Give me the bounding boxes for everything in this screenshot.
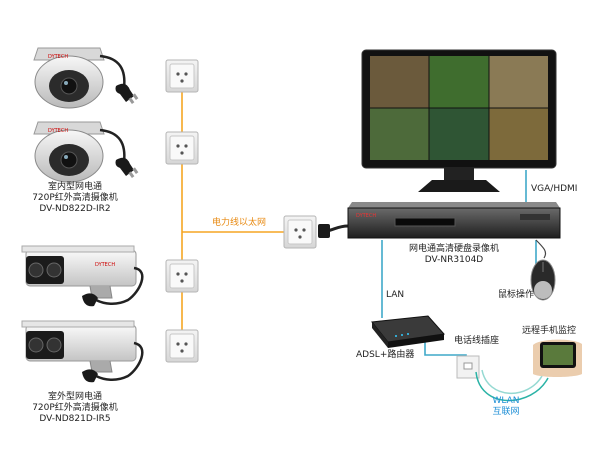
router-icon: [371, 315, 445, 348]
bullet-camera-icon: DYTECH: [21, 245, 144, 307]
phone-jack-label: 电话线插座: [454, 336, 500, 346]
svg-text:DYTECH: DYTECH: [95, 262, 115, 268]
phone-jack-icon: [456, 355, 480, 379]
dome-camera-icon: DYTECH: [33, 47, 139, 109]
power-plug-icon: [317, 224, 349, 238]
router-label: ADSL+路由器: [356, 350, 415, 360]
outdoor-camera-label: 室外型网电通 720P红外高清摄像机 DV-ND821D-IR5: [20, 392, 130, 425]
nvr-icon: DYTECH: [347, 202, 561, 239]
power-line-label: 电力线以太网: [212, 218, 267, 228]
nvr-label: 网电通高清硬盘录像机 DV-NR3104D: [404, 244, 504, 266]
outdoor-camera-line-1: 室外型网电通: [47, 392, 102, 402]
nvr-line-1: 网电通高清硬盘录像机: [408, 244, 499, 254]
nvr-line-2: DV-NR3104D: [424, 255, 484, 265]
indoor-camera-line-1: 室内型网电通: [47, 182, 102, 192]
indoor-camera-line-3: DV-ND822D-IR2: [39, 204, 111, 214]
power-socket-icon: [283, 215, 317, 249]
mouse-label: 鼠标操作: [498, 290, 535, 300]
svg-text:DYTECH: DYTECH: [48, 128, 68, 134]
power-socket-icon: [165, 131, 199, 165]
power-socket-icon: [165, 59, 199, 93]
remote-label: 远程手机监控: [522, 326, 577, 336]
power-socket-icon: [165, 259, 199, 293]
svg-text:DYTECH: DYTECH: [356, 213, 376, 219]
svg-text:DYTECH: DYTECH: [48, 54, 68, 60]
power-socket-icon: [165, 329, 199, 363]
lan-label: LAN: [386, 290, 405, 300]
vga-hdmi-label: VGA/HDMI: [531, 184, 578, 194]
wlan-label: WLAN 互联网: [486, 396, 526, 418]
bullet-camera-icon: [21, 320, 144, 383]
wlan-link: [475, 369, 549, 402]
indoor-camera-label: 室内型网电通 720P红外高清摄像机 DV-ND822D-IR2: [20, 182, 130, 215]
smartphone-icon: [533, 339, 582, 377]
indoor-camera-line-2: 720P红外高清摄像机: [32, 193, 118, 203]
mouse-icon: [530, 239, 556, 301]
wlan-line-2: 互联网: [492, 407, 520, 417]
dome-camera-icon: DYTECH: [33, 121, 139, 183]
wlan-line-1: WLAN: [492, 396, 520, 406]
monitor-icon: [361, 49, 557, 192]
outdoor-camera-line-2: 720P红外高清摄像机: [32, 403, 118, 413]
outdoor-camera-line-3: DV-ND821D-IR5: [39, 414, 111, 424]
